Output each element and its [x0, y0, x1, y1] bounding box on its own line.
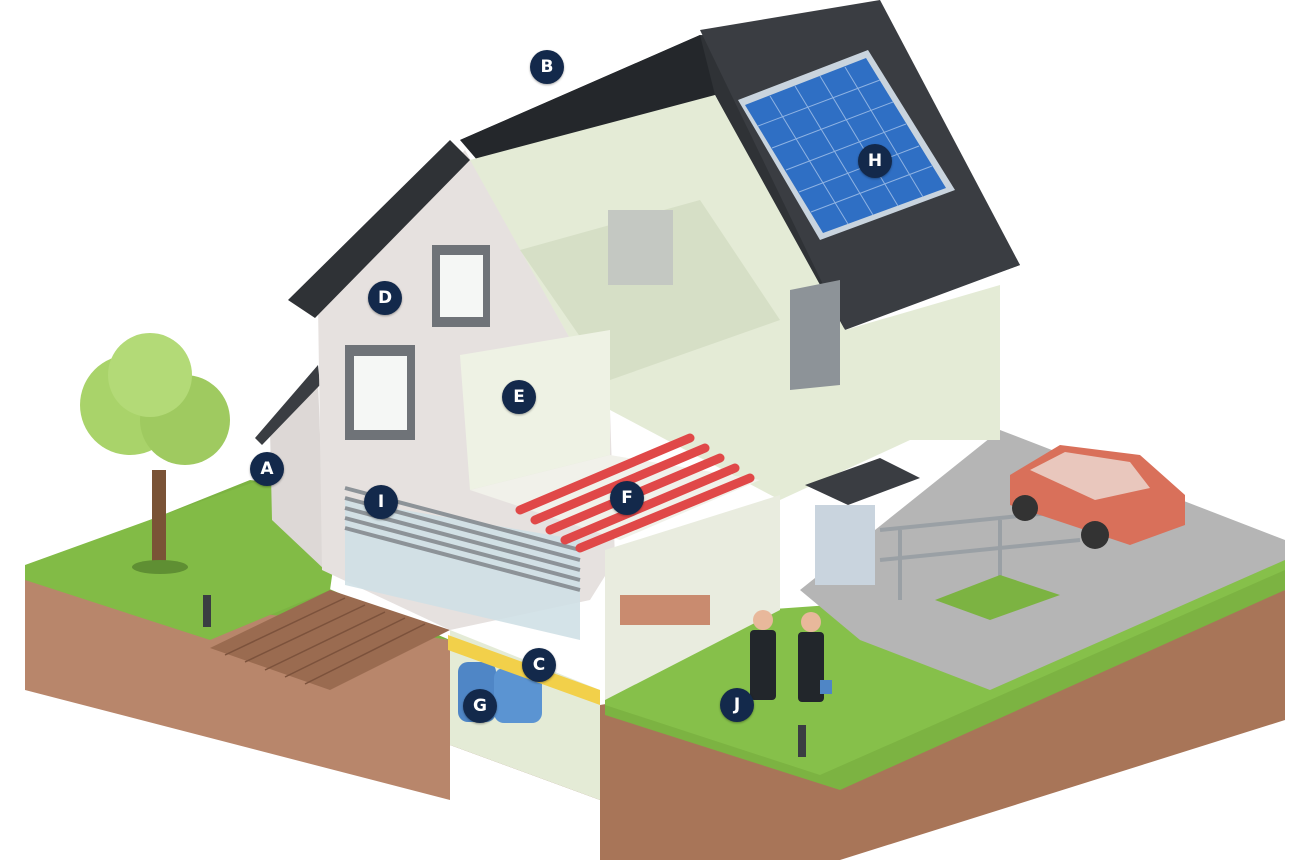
- garden-lamp-right: [798, 725, 806, 757]
- person-right-body: [798, 632, 824, 702]
- person-left-head: [753, 610, 773, 630]
- marker-b-label: B: [540, 57, 554, 77]
- front-roof-edge: [288, 140, 470, 318]
- tree-shadow: [132, 560, 188, 574]
- marker-h[interactable]: H: [858, 144, 892, 178]
- upper-window: [608, 210, 673, 285]
- bathroom-wall: [460, 330, 610, 490]
- marker-i-label: I: [377, 492, 385, 512]
- marker-g-label: G: [473, 696, 487, 716]
- annex-wall: [270, 380, 325, 570]
- annex-roof: [255, 365, 320, 445]
- dining-table: [620, 595, 710, 625]
- marker-f-label: F: [621, 488, 633, 508]
- annex: [255, 365, 325, 570]
- person-right-head: [801, 612, 821, 632]
- car: [1010, 445, 1185, 549]
- tree-trunk: [152, 470, 166, 565]
- marker-d-label: D: [377, 288, 393, 308]
- entrance-door: [815, 505, 875, 585]
- clipboard: [820, 680, 832, 694]
- marker-e-label: E: [513, 387, 525, 407]
- interior: [460, 95, 1081, 700]
- garden-lamp-left: [203, 595, 211, 627]
- entrance-canopy: [805, 458, 920, 505]
- marker-g[interactable]: G: [463, 689, 497, 723]
- people: [750, 610, 832, 702]
- marker-i[interactable]: I: [364, 485, 398, 519]
- deck-boards: [224, 597, 426, 685]
- solar-panel: [745, 58, 946, 233]
- car-wheel-back: [1012, 495, 1038, 521]
- planter-grass: [935, 575, 1060, 620]
- door: [790, 280, 840, 390]
- tree-canopy-3: [108, 333, 192, 417]
- marker-b[interactable]: B: [530, 50, 564, 84]
- person-left-body: [750, 630, 776, 700]
- wooden-deck: [210, 590, 450, 690]
- solar-cells: [757, 66, 933, 225]
- car-wheel-front: [1081, 521, 1109, 549]
- marker-j[interactable]: J: [720, 688, 754, 722]
- marker-f[interactable]: F: [610, 481, 644, 515]
- marker-j-label: J: [733, 695, 741, 715]
- tree: [80, 333, 230, 574]
- marker-c-label: C: [532, 655, 546, 675]
- marker-c[interactable]: C: [522, 648, 556, 682]
- window-upper-glass: [440, 255, 483, 317]
- marker-h-label: H: [867, 151, 883, 171]
- marker-e[interactable]: E: [502, 380, 536, 414]
- grass-left-top: [25, 480, 340, 640]
- car-windows: [1030, 452, 1150, 500]
- marker-a-label: A: [260, 459, 274, 479]
- water-tank-right: [494, 668, 542, 723]
- window-middle-glass: [354, 356, 407, 430]
- marker-a[interactable]: A: [250, 452, 284, 486]
- marker-d[interactable]: D: [368, 281, 402, 315]
